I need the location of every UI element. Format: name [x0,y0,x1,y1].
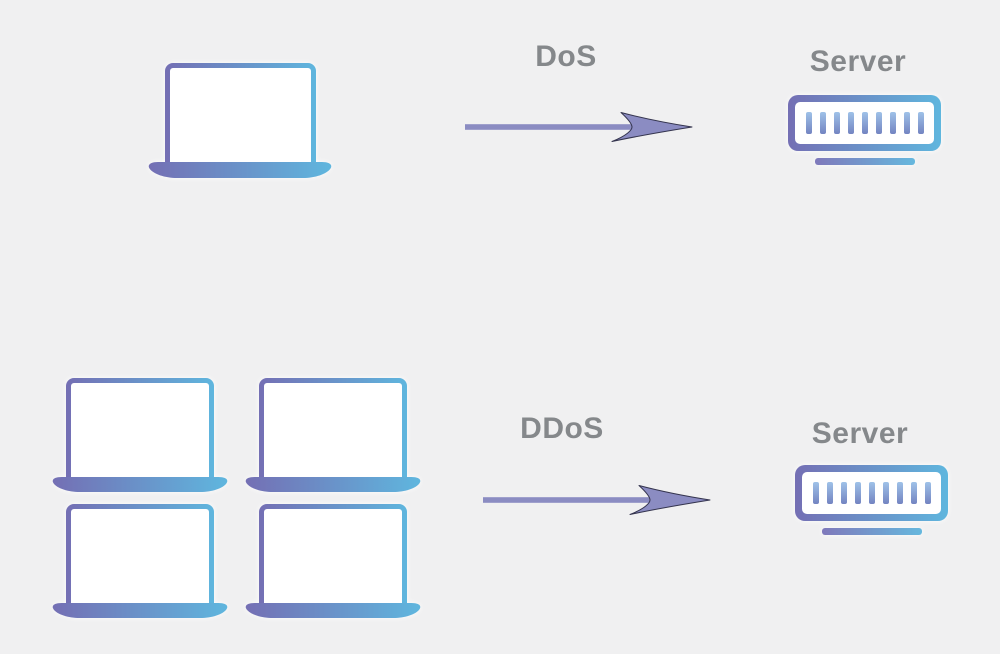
server-slot-bar [861,112,868,134]
laptop-base [52,603,228,618]
laptop-screen-inner [264,509,402,603]
laptop-screen [259,504,407,603]
laptop-base [148,162,332,178]
laptop-icon [245,378,421,492]
server-slot-bar [805,112,812,134]
server-slot-bar [910,482,917,504]
server-slot-bar [917,112,924,134]
server-slot-bar [826,482,833,504]
laptop-screen [66,504,214,603]
server-slot-bar [882,482,889,504]
ddos-label: DDoS [520,412,604,445]
laptop-screen [66,378,214,477]
laptop-base [52,477,228,492]
server-shadow-bar [821,528,922,535]
laptop-icon [52,378,228,492]
server-slot-bar [854,482,861,504]
server-vent-bars [812,482,931,504]
server-slot-bar [924,482,931,504]
server-label-top: Server [809,45,907,78]
dos-attacker-laptop [148,63,332,178]
dos-arrow-icon [465,112,693,142]
server-slot-bar [819,112,826,134]
laptop-base [245,477,421,492]
ddos-arrow-icon [483,485,711,515]
server-slot-bar [875,112,882,134]
server-slot-bar [812,482,819,504]
server-slot-bar [903,112,910,134]
server-face [802,472,941,514]
server-icon-top [788,95,941,165]
server-slot-bar [868,482,875,504]
laptop-base [245,603,421,618]
server-box [795,465,948,521]
server-slot-bar [896,482,903,504]
laptop-icon [245,504,421,618]
server-icon-bottom [795,465,948,535]
dos-label: DoS [535,40,597,73]
server-slot-bar [840,482,847,504]
laptop-screen-inner [71,383,209,477]
laptop-screen-inner [264,383,402,477]
server-slot-bar [833,112,840,134]
server-slot-bar [889,112,896,134]
server-shadow-bar [814,158,915,165]
server-face [795,102,934,144]
laptop-icon [52,504,228,618]
server-slot-bar [847,112,854,134]
ddos-attacker-laptops [52,378,422,618]
laptop-icon [148,63,332,178]
server-label-bottom: Server [811,417,909,450]
laptop-screen-inner [169,68,311,162]
laptop-screen [259,378,407,477]
server-vent-bars [805,112,924,134]
laptop-screen [164,63,316,162]
server-box [788,95,941,151]
laptop-screen-inner [71,509,209,603]
